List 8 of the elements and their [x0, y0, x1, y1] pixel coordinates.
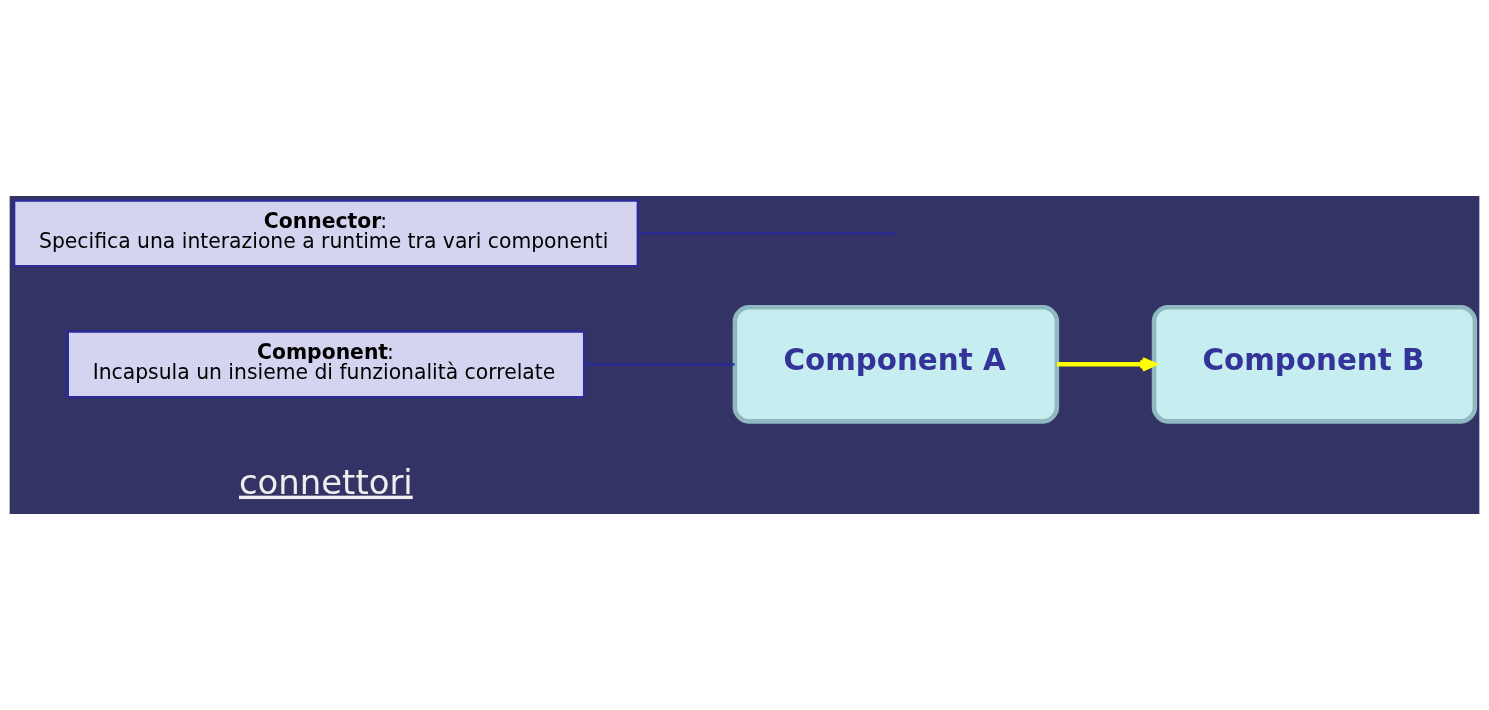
connector — [584, 363, 735, 366]
label: connettori — [238, 462, 413, 502]
connector — [637, 232, 895, 235]
node-box: Component: Incapsula un insieme di funzionalità correlate — [66, 330, 586, 399]
node-box: Component B — [1151, 305, 1478, 424]
node-box: Connector: Specifica una interazione a runtime tra vari componenti — [13, 199, 639, 268]
node-box: Component A — [732, 305, 1060, 424]
arrow — [1057, 357, 1157, 372]
